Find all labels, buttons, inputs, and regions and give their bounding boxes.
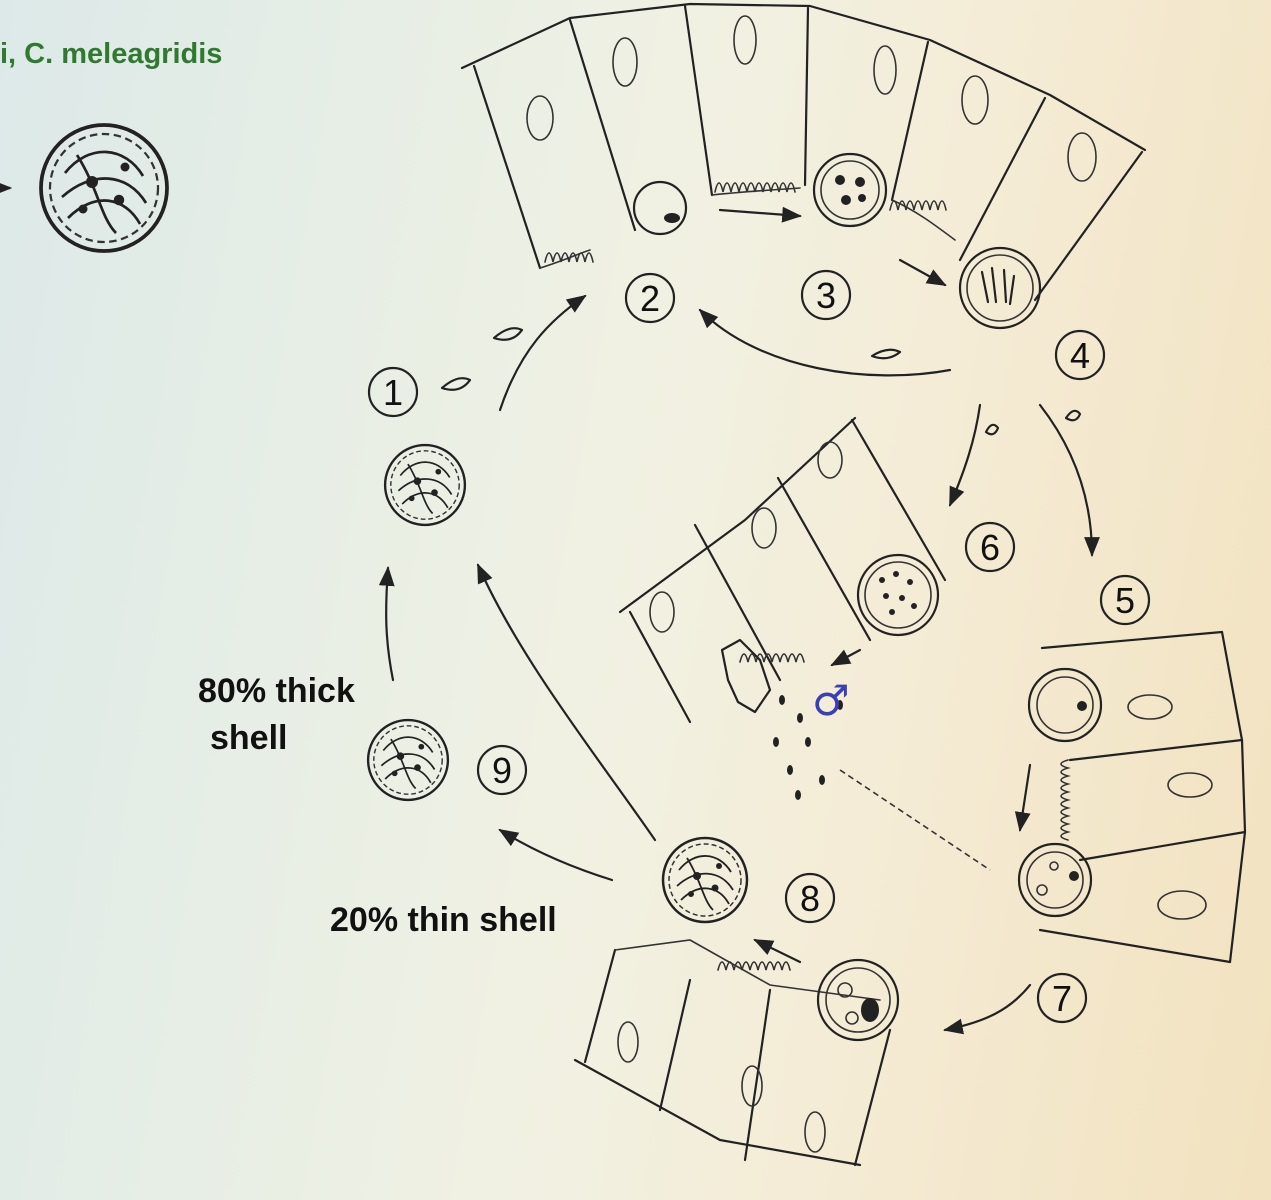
epithelium-bottom — [573, 836, 900, 1167]
step-marker-8: 8 — [784, 872, 836, 924]
oocyst-stage-9 — [366, 718, 450, 802]
step-marker-7: 7 — [1036, 972, 1088, 1024]
step-marker-3: 3 — [800, 269, 852, 321]
svg-text:3: 3 — [816, 275, 836, 316]
svg-text:6: 6 — [980, 527, 1000, 568]
svg-text:8: 8 — [800, 878, 820, 919]
step-marker-6: 6 — [964, 521, 1016, 573]
male-gamete-symbol: ♂ — [812, 676, 850, 725]
svg-text:2: 2 — [640, 278, 660, 319]
step-marker-1: 1 — [367, 366, 419, 418]
epithelium-right — [839, 630, 1247, 964]
thick-shell-label-line2: shell — [210, 719, 288, 757]
epithelium-middle — [618, 416, 947, 800]
step-marker-9: 9 — [476, 744, 528, 796]
species-title: i, C. meleagridis — [0, 38, 223, 70]
epithelium-top — [460, 2, 1147, 330]
oocyst-stage-1 — [383, 443, 467, 527]
oocyst-topleft — [0, 123, 169, 253]
svg-text:9: 9 — [492, 750, 512, 791]
sporozoites — [440, 327, 1082, 436]
step-marker-2: 2 — [624, 272, 676, 324]
svg-text:7: 7 — [1052, 978, 1072, 1019]
thin-shell-label: 20% thin shell — [330, 901, 557, 939]
thick-shell-label-line1: 80% thick — [198, 672, 355, 710]
step-marker-4: 4 — [1054, 329, 1106, 381]
svg-text:4: 4 — [1070, 335, 1090, 376]
svg-text:5: 5 — [1115, 580, 1135, 621]
step-markers: 1 2 3 4 5 6 7 8 9 — [367, 269, 1151, 1024]
step-marker-5: 5 — [1099, 574, 1151, 626]
cycle-arrows — [378, 206, 1100, 1035]
svg-text:1: 1 — [383, 372, 403, 413]
